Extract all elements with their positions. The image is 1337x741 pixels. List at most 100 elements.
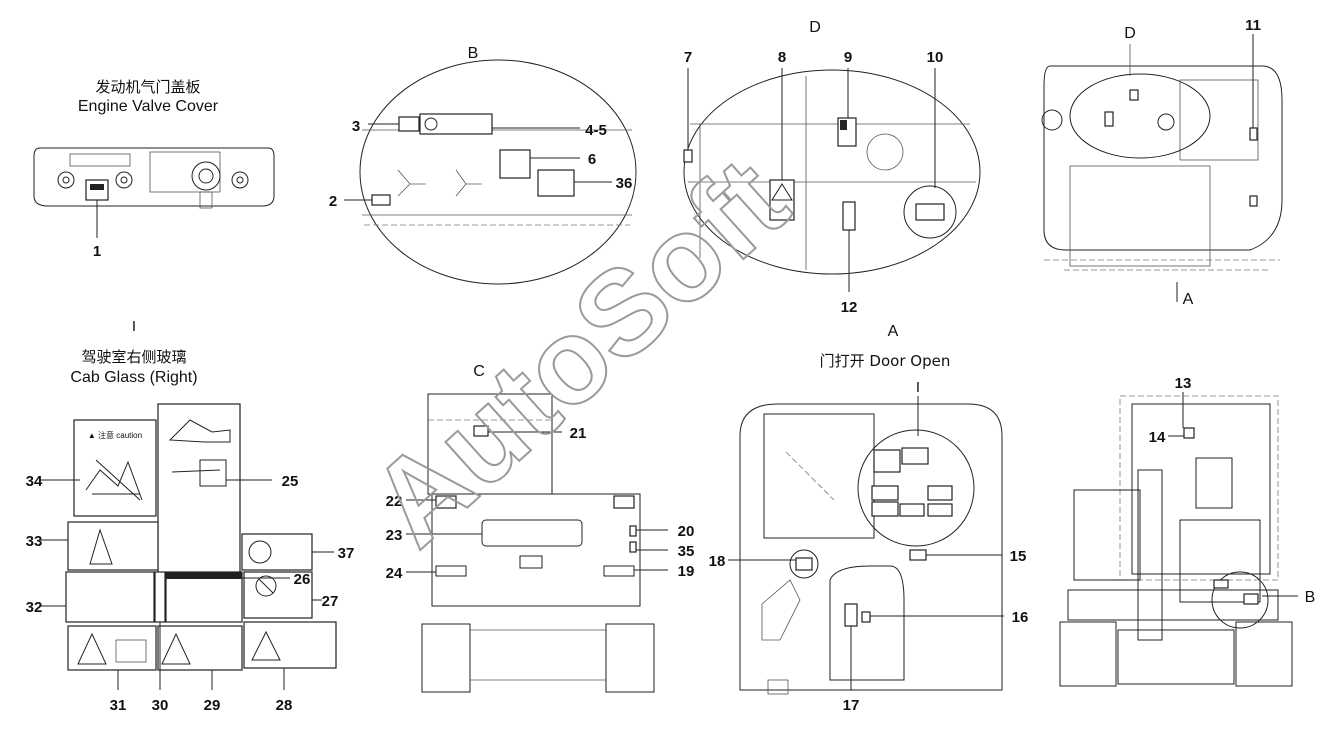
boom-outline (1137, 469, 1163, 641)
valve-cover-slot (69, 153, 131, 167)
callout-23: 23 (386, 527, 403, 544)
callout-3: 3 (352, 118, 360, 135)
decal-11-marker (1249, 127, 1258, 141)
decal-12-marker (842, 201, 856, 231)
engine-cover-title-cn: 发动机气门盖板 (95, 78, 200, 96)
view-b-detail: B 3 4-5 6 36 2 (329, 45, 637, 285)
callout-17: 17 (843, 697, 860, 714)
decal-31 (67, 625, 157, 671)
decal-26 (165, 571, 243, 623)
callout-20: 20 (678, 523, 695, 540)
callout-14: 14 (1149, 429, 1166, 446)
callout-22: 22 (386, 493, 403, 510)
decal-28 (243, 621, 337, 669)
callout-29: 29 (204, 697, 221, 714)
decal-21-marker (473, 425, 489, 437)
seat-console (829, 565, 905, 681)
view-a-label: A (888, 323, 899, 340)
view-d-small-label: D (1124, 25, 1136, 42)
view-i-circle (857, 429, 975, 547)
decal-34 (73, 419, 157, 517)
decal-17-marker (844, 603, 858, 627)
engine-valve-cover-view: 发动机气门盖板 Engine Valve Cover 1 (33, 78, 275, 260)
view-d-label: D (809, 19, 821, 36)
callout-7: 7 (684, 49, 692, 66)
decal-27 (243, 571, 313, 619)
view-b-label: B (468, 45, 479, 62)
callout-32: 32 (26, 599, 43, 616)
door-glass (763, 413, 875, 539)
callout-35: 35 (678, 543, 695, 560)
view-d-ellipse (683, 69, 981, 275)
decal-2-marker (371, 194, 391, 206)
callout-2: 2 (329, 193, 337, 210)
cab-glass-title-cn: 驾驶室右侧玻璃 (81, 348, 186, 366)
decal-10-circle (903, 185, 957, 239)
callout-13: 13 (1175, 375, 1192, 392)
callout-9: 9 (844, 49, 852, 66)
cab-glass-roman: I (132, 318, 136, 335)
callout-10: 10 (927, 49, 944, 66)
left-track (421, 623, 471, 693)
decal-35-marker (629, 541, 637, 553)
decal-3-marker (398, 116, 420, 132)
decal-10-marker (915, 203, 945, 221)
decal-36-marker (537, 169, 575, 197)
callout-34: 34 (26, 473, 43, 490)
callout-33: 33 (26, 533, 43, 550)
view-b-side-label: B (1305, 589, 1316, 606)
callout-27: 27 (322, 593, 339, 610)
callout-36: 36 (616, 175, 633, 192)
callout-6: 6 (588, 151, 596, 168)
view-c-label: C (473, 363, 485, 380)
view-d-detail: D 7 8 9 10 12 (683, 19, 981, 316)
decal-29 (157, 625, 243, 671)
callout-1: 1 (93, 243, 101, 260)
cab-glass-decal-set: I 驾驶室右侧玻璃 Cab Glass (Right) ▲ 注意 caution… (26, 318, 355, 714)
valve-cover-housing (149, 151, 221, 193)
view-i-label: I (916, 379, 920, 396)
engine-cover-title-en: Engine Valve Cover (78, 98, 219, 115)
callout-25: 25 (282, 473, 299, 490)
watermark: AutoSoft (345, 132, 813, 572)
decal-14-marker (1183, 427, 1195, 439)
decal-37 (241, 533, 313, 571)
callout-26: 26 (294, 571, 311, 588)
view-a-door-open: A 门打开 Door Open I 15 18 16 17 (709, 323, 1029, 714)
decal-15-marker (909, 549, 927, 561)
view-b-circle (359, 59, 637, 285)
bolt-boss (57, 171, 75, 189)
decal-4-5-marker (419, 113, 493, 135)
callout-37: 37 (338, 545, 355, 562)
decal-34-caution-text: ▲ 注意 caution (88, 430, 142, 440)
cab-glass-title-en: Cab Glass (Right) (70, 369, 197, 386)
callout-21: 21 (570, 425, 587, 442)
decal-18-marker (795, 557, 813, 571)
valve-cover-outline (33, 147, 275, 207)
right-track (605, 623, 655, 693)
callout-15: 15 (1010, 548, 1027, 565)
decal-32 (65, 571, 155, 623)
callout-24: 24 (386, 565, 403, 582)
decal-6-marker (499, 149, 531, 179)
decal-33 (67, 521, 159, 571)
engine-hood-side (1073, 489, 1141, 581)
callout-8: 8 (778, 49, 786, 66)
decal-20-marker (629, 525, 637, 537)
decal-22-marker (435, 495, 457, 509)
callout-19: 19 (678, 563, 695, 580)
view-a-small-label: A (1183, 291, 1194, 308)
counterweight-outline (431, 493, 641, 607)
left-track-side (1059, 621, 1117, 687)
callout-11: 11 (1245, 17, 1261, 34)
side-view-b: 13 14 B (1059, 375, 1316, 687)
upper-structure-outline (1043, 65, 1283, 251)
cab-side-outline (1131, 403, 1271, 575)
callout-30: 30 (152, 697, 169, 714)
door-open-title: 门打开 Door Open (820, 352, 951, 370)
callout-31: 31 (110, 697, 127, 714)
cab-door-frame (739, 403, 1003, 691)
view-d-callout-ellipse (1069, 73, 1211, 159)
